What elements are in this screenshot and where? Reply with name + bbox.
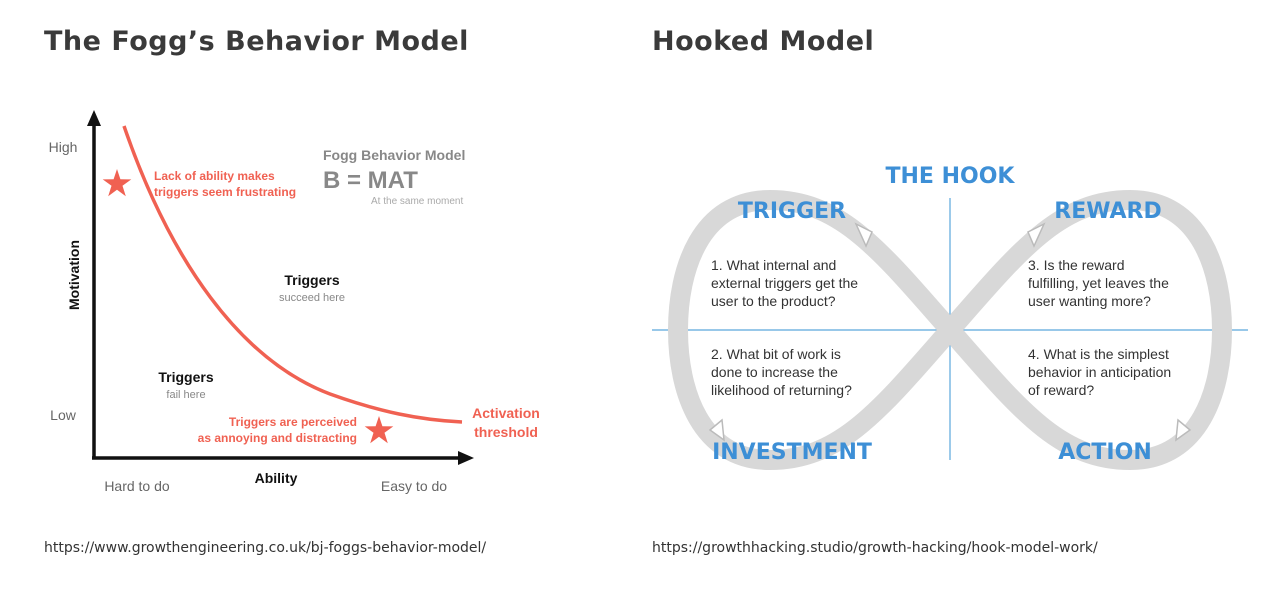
infinity-loop: [668, 190, 1232, 470]
q1-line1: 1. What internal and: [711, 257, 836, 273]
fail-title: Triggers: [158, 369, 213, 385]
q4-line3: of reward?: [1028, 382, 1094, 398]
y-axis-label: Motivation: [66, 240, 82, 310]
threshold-line2: threshold: [474, 424, 538, 440]
fogg-model-heading: The Fogg’s Behavior Model: [44, 26, 469, 57]
q2-line1: 2. What bit of work is: [711, 346, 841, 362]
note-bottom-line2: as annoying and distracting: [198, 431, 357, 445]
q3-line3: user wanting more?: [1028, 293, 1151, 309]
q2-line3: likelihood of returning?: [711, 382, 852, 398]
formula-note: At the same moment: [371, 196, 463, 207]
y-axis-arrow: [87, 110, 101, 126]
investment-label: INVESTMENT: [712, 440, 872, 465]
note-bottom-line1: Triggers are perceived: [229, 415, 357, 429]
x-axis-arrow: [458, 451, 474, 465]
x-axis-label: Ability: [255, 470, 298, 486]
x-hard-label: Hard to do: [104, 478, 170, 494]
model-title: Fogg Behavior Model: [323, 147, 465, 163]
star-icon-bottom: [364, 416, 394, 444]
succeed-sub: succeed here: [279, 292, 345, 304]
x-easy-label: Easy to do: [381, 478, 447, 494]
q1-line2: external triggers get the: [711, 275, 858, 291]
q2-line2: done to increase the: [711, 364, 838, 380]
q4-line1: 4. What is the simplest: [1028, 346, 1169, 362]
fail-sub: fail here: [166, 389, 205, 401]
action-label: ACTION: [1058, 440, 1151, 465]
note-top-line2: triggers seem frustrating: [154, 185, 296, 199]
q3-line1: 3. Is the reward: [1028, 257, 1125, 273]
star-icon-top: [102, 169, 132, 197]
arrow-icon-reward: [1027, 222, 1046, 248]
reward-label: REWARD: [1054, 199, 1161, 224]
arrow-icon-investment: [708, 418, 725, 442]
q4-line2: behavior in anticipation: [1028, 364, 1171, 380]
note-top-line1: Lack of ability makes: [154, 169, 275, 183]
q3-line2: fulfilling, yet leaves the: [1028, 275, 1169, 291]
threshold-line1: Activation: [472, 405, 540, 421]
hooked-source-link[interactable]: https://growthhacking.studio/growth-hack…: [652, 540, 1098, 556]
trigger-label: TRIGGER: [738, 199, 846, 224]
y-high-label: High: [49, 139, 78, 155]
formula: B = MAT: [323, 167, 418, 194]
activation-threshold-curve: [122, 125, 463, 424]
fogg-source-link[interactable]: https://www.growthengineering.co.uk/bj-f…: [44, 540, 487, 556]
succeed-title: Triggers: [284, 272, 339, 288]
q1-line3: user to the product?: [711, 293, 836, 309]
y-low-label: Low: [50, 407, 77, 423]
hooked-model-heading: Hooked Model: [652, 26, 875, 57]
arrow-icon-trigger: [854, 222, 873, 248]
arrow-icon-action: [1175, 418, 1192, 442]
the-hook-label: THE HOOK: [886, 164, 1016, 189]
